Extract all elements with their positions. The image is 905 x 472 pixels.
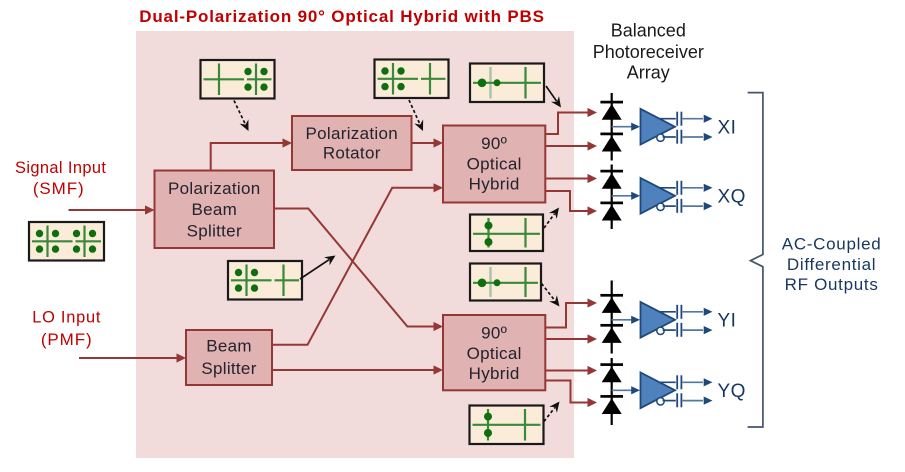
svg-text:(PMF): (PMF) <box>41 330 93 349</box>
svg-text:YQ: YQ <box>718 381 746 402</box>
svg-text:90º: 90º <box>481 134 507 153</box>
svg-text:Array: Array <box>627 63 670 83</box>
svg-text:Beam: Beam <box>206 337 252 356</box>
svg-text:AC-Coupled: AC-Coupled <box>782 235 882 254</box>
svg-text:Dual-Polarization 90° Optical: Dual-Polarization 90° Optical Hybrid wit… <box>139 7 544 26</box>
svg-text:YI: YI <box>718 310 737 331</box>
svg-text:Splitter: Splitter <box>201 359 256 378</box>
svg-text:(SMF): (SMF) <box>33 179 85 198</box>
svg-text:Polarization: Polarization <box>168 179 260 198</box>
svg-text:Signal Input: Signal Input <box>15 159 106 177</box>
svg-text:90º: 90º <box>481 324 507 343</box>
svg-text:Hybrid: Hybrid <box>469 175 520 194</box>
svg-text:RF Outputs: RF Outputs <box>785 275 879 294</box>
svg-text:Optical: Optical <box>467 154 522 173</box>
svg-text:Differential: Differential <box>787 255 876 274</box>
svg-text:XI: XI <box>718 117 737 138</box>
svg-text:XQ: XQ <box>718 186 746 207</box>
svg-text:Beam: Beam <box>191 200 237 219</box>
svg-text:Splitter: Splitter <box>187 222 242 241</box>
svg-text:Photoreceiver: Photoreceiver <box>593 42 704 62</box>
svg-text:LO Input: LO Input <box>32 309 101 327</box>
svg-text:Polarization: Polarization <box>306 124 398 143</box>
svg-text:Optical: Optical <box>467 344 522 363</box>
svg-text:Rotator: Rotator <box>323 144 381 163</box>
svg-text:Balanced: Balanced <box>611 21 686 41</box>
svg-text:Hybrid: Hybrid <box>469 364 520 383</box>
